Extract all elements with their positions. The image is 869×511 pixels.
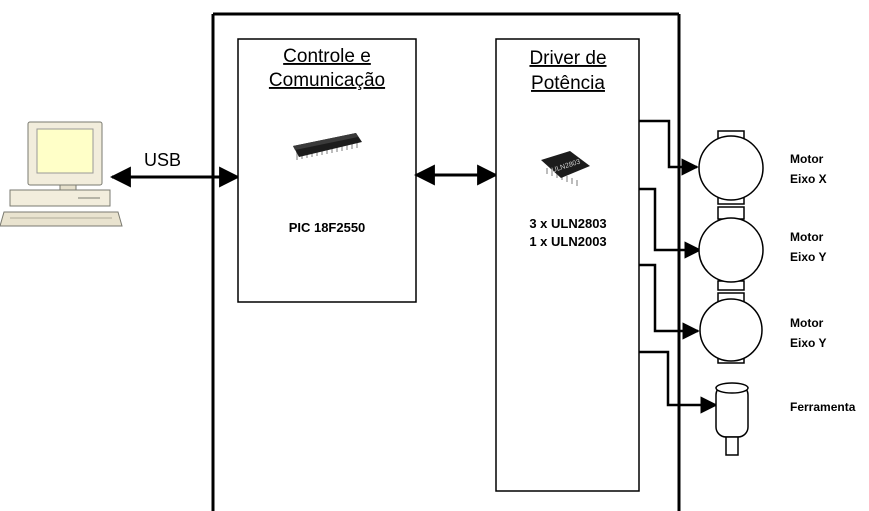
output-label-1-line1: Motor: [790, 152, 824, 166]
output-label-4: Ferramenta: [790, 400, 856, 414]
driver-title-line1: Driver de: [529, 48, 606, 69]
usb-label: USB: [144, 150, 181, 170]
controller-title-line1: Controle e: [283, 46, 371, 67]
pic-chip-label: PIC 18F2550: [289, 220, 366, 235]
driver-chip-line2: 1 x ULN2003: [529, 234, 606, 249]
output-label-2-line2: Eixo Y: [790, 250, 826, 264]
output-label-2-line1: Motor: [790, 230, 824, 244]
motor-x-icon: [699, 131, 763, 204]
driver-title-line2: Potência: [531, 73, 605, 94]
controller-title-line2: Comunicação: [269, 70, 385, 91]
motor-y-icon: [699, 207, 763, 290]
driver-chip-line1: 3 x ULN2803: [529, 216, 606, 231]
computer-icon: [0, 122, 122, 226]
motor-y2-icon: [700, 293, 762, 363]
output-label-3-line1: Motor: [790, 316, 824, 330]
output-label-1-line2: Eixo X: [790, 172, 827, 186]
driver-block: [496, 39, 639, 491]
output-label-3-line2: Eixo Y: [790, 336, 826, 350]
tool-icon: [716, 383, 748, 455]
